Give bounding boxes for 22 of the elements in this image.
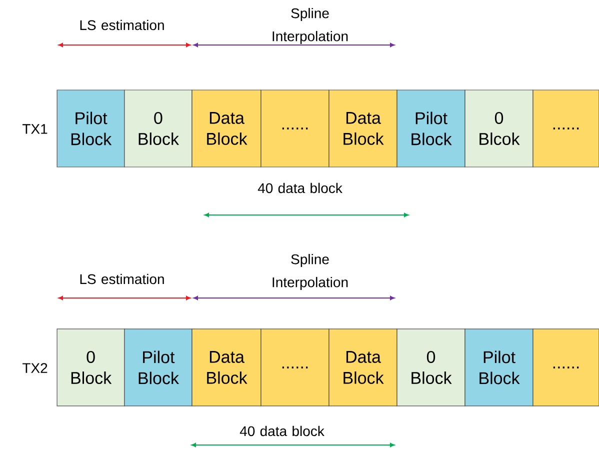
span-label: 40 data block bbox=[258, 182, 342, 194]
block-cell: ...... bbox=[260, 90, 330, 168]
block-cell: ...... bbox=[532, 328, 599, 406]
block-cell: Pilot Block bbox=[124, 328, 192, 406]
span-label: Spline Interpolation bbox=[272, 254, 348, 290]
block-cell: Pilot Block bbox=[464, 328, 534, 406]
block-cell: ...... bbox=[260, 328, 330, 406]
block-cell: Data Block bbox=[192, 328, 262, 406]
block-cell: 0 Block bbox=[124, 90, 192, 168]
block-cell: Pilot Block bbox=[56, 90, 125, 168]
block-cell: 0 Block bbox=[396, 328, 466, 406]
block-cell: Data Block bbox=[328, 328, 398, 406]
block-cell: Data Block bbox=[192, 90, 262, 168]
block-cell: ...... bbox=[532, 90, 599, 168]
span-label: Spline Interpolation bbox=[272, 8, 348, 44]
block-cell: 0 Block bbox=[56, 328, 125, 406]
block-cell: Pilot Block bbox=[396, 90, 466, 168]
span-label: 40 data block bbox=[240, 426, 324, 436]
block-cell: 0 Blcok bbox=[464, 90, 534, 168]
span-label: LS estimation bbox=[80, 274, 164, 284]
span-label: LS estimation bbox=[80, 20, 164, 30]
block-cell: Data Block bbox=[328, 90, 398, 168]
